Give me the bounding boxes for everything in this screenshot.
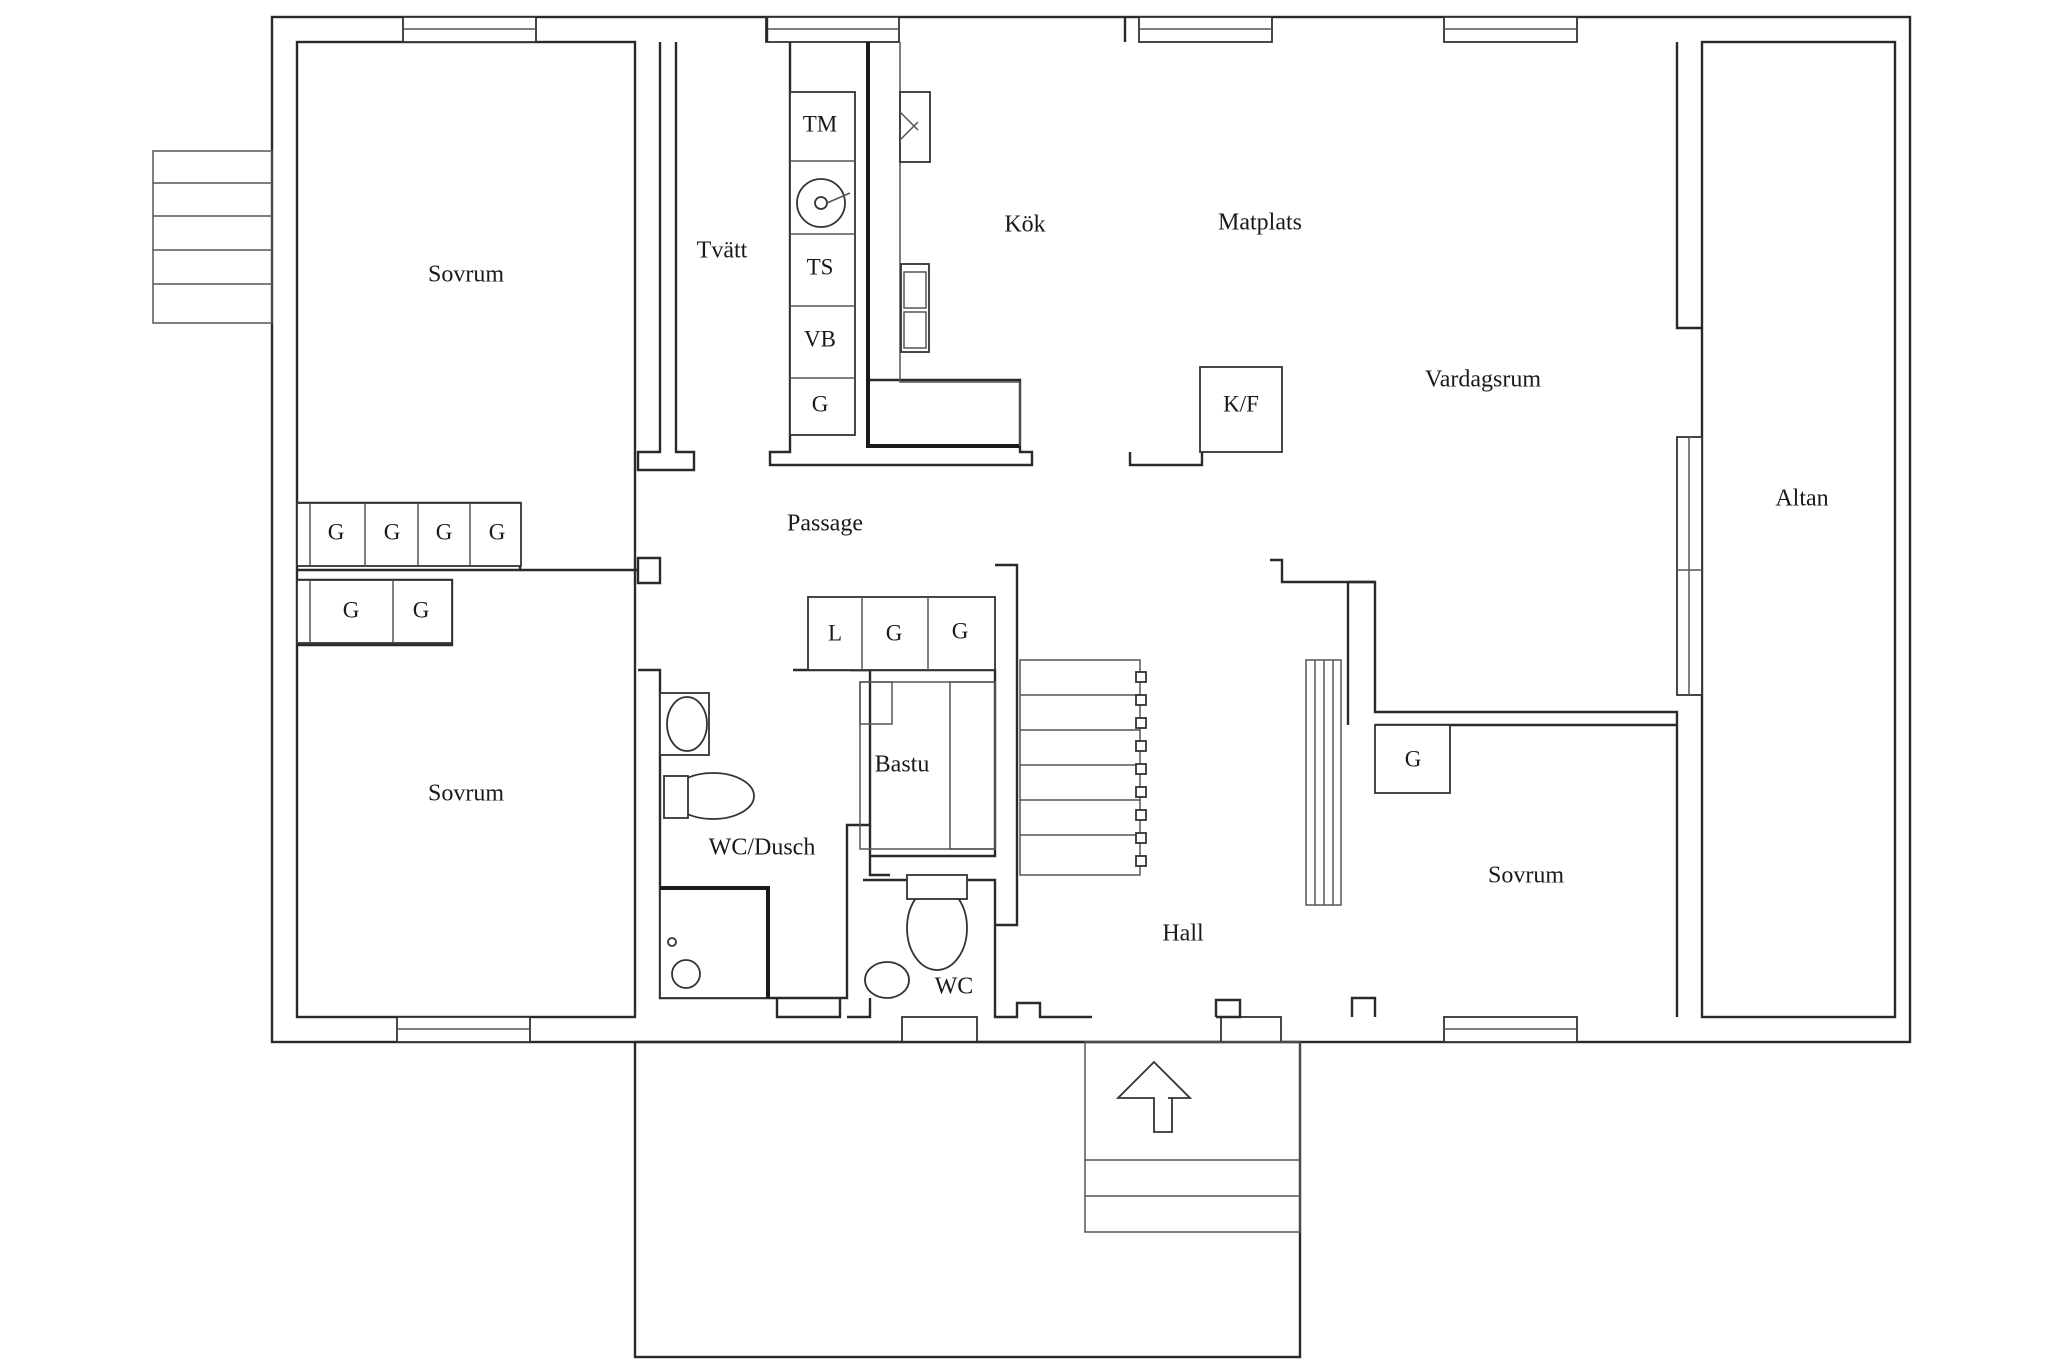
fixture-label-tm: TM bbox=[803, 111, 838, 136]
front-porch bbox=[633, 1040, 1302, 1359]
fixture-label-g-se: G bbox=[1405, 746, 1422, 771]
room-label-kok: Kök bbox=[1004, 212, 1045, 238]
fixture-label-g-hall-1: G bbox=[886, 620, 903, 645]
fixture-label-g-hall-2: G bbox=[952, 618, 969, 643]
room-label-wc-dusch: WC/Dusch bbox=[709, 835, 816, 861]
fixture-label-g-passage-4: G bbox=[489, 519, 506, 544]
room-label-wc: WC bbox=[935, 974, 974, 1000]
washbasin-icon bbox=[666, 696, 708, 752]
room-label-sovrum-nw: Sovrum bbox=[428, 262, 504, 288]
west-steps bbox=[152, 150, 273, 324]
fridge-freezer bbox=[1199, 366, 1283, 453]
fixture-label-g-sw-1: G bbox=[343, 597, 360, 622]
wc-fixtures bbox=[864, 874, 968, 999]
room-label-sovrum-sw: Sovrum bbox=[428, 781, 504, 807]
fixture-label-g-laundry: G bbox=[812, 391, 829, 416]
room-label-vardagsrum: Vardagsrum bbox=[1425, 367, 1541, 393]
kitchen-counter bbox=[866, 42, 1021, 448]
fixture-label-l: L bbox=[828, 620, 842, 645]
bathroom-fixtures bbox=[659, 692, 770, 999]
room-label-hall: Hall bbox=[1162, 921, 1204, 947]
entrance-arrow-icon bbox=[1115, 1060, 1193, 1133]
fixture-label-g-passage-1: G bbox=[328, 519, 345, 544]
windows bbox=[396, 16, 1703, 1043]
fixture-label-g-passage-2: G bbox=[384, 519, 401, 544]
room-label-matplats: Matplats bbox=[1218, 210, 1302, 236]
hall-rack bbox=[1305, 659, 1342, 906]
room-label-bastu: Bastu bbox=[875, 752, 930, 778]
sauna bbox=[859, 681, 996, 850]
room-label-passage: Passage bbox=[787, 511, 863, 537]
fixture-label-g-passage-3: G bbox=[436, 519, 453, 544]
fixture-label-ts: TS bbox=[807, 254, 834, 279]
room-label-sovrum-se: Sovrum bbox=[1488, 863, 1564, 889]
fixture-label-kf: K/F bbox=[1223, 391, 1259, 416]
room-label-altan: Altan bbox=[1775, 486, 1828, 512]
sw-closets bbox=[296, 579, 453, 644]
se-closet bbox=[1374, 724, 1451, 794]
fixture-label-g-sw-2: G bbox=[413, 597, 430, 622]
passage-closets bbox=[296, 502, 522, 567]
room-label-tvatt: Tvätt bbox=[697, 238, 748, 264]
staircase bbox=[1019, 659, 1147, 876]
fixture-label-vb: VB bbox=[804, 326, 836, 351]
wc-washbasin-icon bbox=[864, 961, 910, 999]
laundry-cabinets bbox=[789, 91, 856, 436]
